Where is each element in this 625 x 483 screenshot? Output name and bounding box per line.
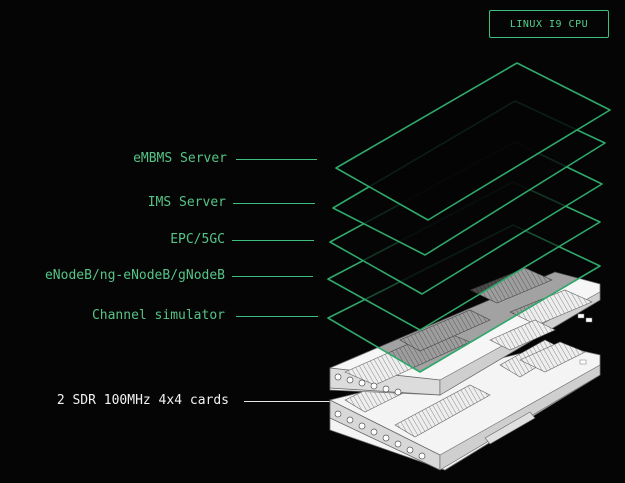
layer-leader-enodeb: [232, 276, 313, 277]
layer-leader-ims: [233, 203, 315, 204]
cpu-badge-label: LINUX I9 CPU: [509, 18, 589, 30]
hardware-leader: [244, 401, 330, 402]
hardware-label: 2 SDR 100MHz 4x4 cards: [56, 393, 229, 408]
layer-leader-channel-simulator: [236, 316, 318, 317]
layer-leader-embms: [236, 159, 317, 160]
layer-label-ims: IMS Server: [147, 195, 226, 210]
layer-leader-epc: [232, 240, 314, 241]
layer-plane-embms: [335, 62, 611, 221]
sdr-card-upper: [329, 267, 601, 396]
layer-label-epc: EPC/5GC: [170, 232, 225, 247]
layer-label-enodeb: eNodeB/ng-eNodeB/gNodeB: [44, 268, 225, 283]
layer-label-channel-simulator: Channel simulator: [91, 308, 225, 323]
layer-label-embms: eMBMS Server: [133, 151, 227, 166]
cpu-badge: LINUX I9 CPU: [489, 10, 609, 38]
